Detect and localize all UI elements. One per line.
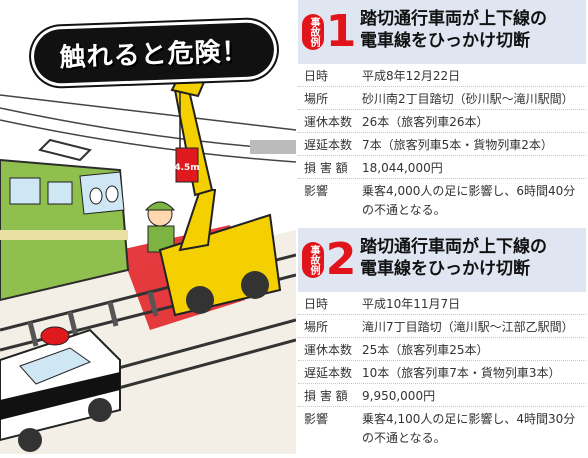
case-2-number: 2 — [325, 234, 357, 285]
case-2-row-cancelled: 運休本数 25本（旅客列車25本） — [298, 338, 586, 361]
row-value: 9,950,000円 — [362, 389, 436, 403]
row-value: 乗客4,000人の足に影響し、6時間40分の不通となる。 — [362, 184, 576, 217]
row-label: 遅延本数 — [304, 138, 353, 152]
row-label: 影響 — [304, 184, 329, 198]
row-label: 運休本数 — [304, 115, 353, 129]
case-1-title-line-1: 踏切通行車両が上下線の — [360, 9, 547, 29]
row-value: 10本（旅客列車7本・貨物列車3本） — [362, 366, 561, 380]
row-label: 影響 — [304, 412, 329, 426]
case-2-row-place: 場所 滝川7丁目踏切（滝川駅〜江部乙駅間） — [298, 315, 586, 338]
row-value: 平成10年11月7日 — [362, 297, 461, 311]
case-1-number: 1 — [325, 6, 357, 57]
case-1-row-damage: 損 害 額 18,044,000円 — [298, 156, 586, 179]
crane-height-label: 4.5m — [174, 163, 199, 173]
row-label: 損 害 額 — [304, 389, 348, 403]
row-label: 日時 — [304, 297, 329, 311]
case-1-row-place: 場所 砂川南2丁目踏切（砂川駅〜滝川駅間） — [298, 87, 586, 110]
case-1-row-date: 日時 平成8年12月22日 — [298, 64, 586, 87]
case-1-mark-label: 事故例 — [302, 14, 324, 50]
row-value: 乗客4,100人の足に影響し、4時間30分の不通となる。 — [362, 412, 576, 445]
row-value: 18,044,000円 — [362, 161, 443, 175]
case-2-number-badge: 事故例 2 — [302, 234, 358, 290]
case-1-row-impact: 影響 乗客4,000人の足に影響し、6時間40分の不通となる。 — [298, 179, 586, 221]
warning-title-badge: 触れると危険！ — [33, 21, 275, 85]
case-2-title: 踏切通行車両が上下線の 電車線をひっかけ切断 — [360, 236, 584, 280]
row-label: 場所 — [304, 92, 329, 106]
case-1-header: 事故例 1 踏切通行車両が上下線の 電車線をひっかけ切断 — [298, 0, 586, 64]
row-label: 場所 — [304, 320, 329, 334]
case-2-header: 事故例 2 踏切通行車両が上下線の 電車線をひっかけ切断 — [298, 228, 586, 292]
row-value: 26本（旅客列車26本） — [362, 115, 489, 129]
accident-case-2: 事故例 2 踏切通行車両が上下線の 電車線をひっかけ切断 日時 平成10年11月… — [298, 228, 586, 449]
case-2-mark-label: 事故例 — [302, 242, 324, 278]
case-2-title-line-2: 電車線をひっかけ切断 — [360, 259, 530, 279]
row-value: 滝川7丁目踏切（滝川駅〜江部乙駅間） — [362, 320, 574, 334]
row-label: 損 害 額 — [304, 161, 348, 175]
case-2-row-damage: 損 害 額 9,950,000円 — [298, 384, 586, 407]
accident-illustration: 4.5m 触れると危険！ — [0, 0, 297, 454]
row-value: 7本（旅客列車5本・貨物列車2本） — [362, 138, 553, 152]
accident-case-1: 事故例 1 踏切通行車両が上下線の 電車線をひっかけ切断 日時 平成8年12月2… — [298, 0, 586, 221]
case-1-row-delayed: 遅延本数 7本（旅客列車5本・貨物列車2本） — [298, 133, 586, 156]
warning-title: 触れると危険！ — [59, 36, 250, 74]
row-label: 日時 — [304, 69, 329, 83]
row-label: 遅延本数 — [304, 366, 353, 380]
case-2-row-impact: 影響 乗客4,100人の足に影響し、4時間30分の不通となる。 — [298, 407, 586, 449]
case-1-row-cancelled: 運休本数 26本（旅客列車26本） — [298, 110, 586, 133]
case-2-row-delayed: 遅延本数 10本（旅客列車7本・貨物列車3本） — [298, 361, 586, 384]
row-value: 平成8年12月22日 — [362, 69, 461, 83]
row-value: 25本（旅客列車25本） — [362, 343, 489, 357]
case-1-number-badge: 事故例 1 — [302, 6, 358, 62]
row-value: 砂川南2丁目踏切（砂川駅〜滝川駅間） — [362, 92, 574, 106]
case-2-row-date: 日時 平成10年11月7日 — [298, 292, 586, 315]
case-1-title-line-2: 電車線をひっかけ切断 — [360, 31, 530, 51]
row-label: 運休本数 — [304, 343, 353, 357]
case-1-title: 踏切通行車両が上下線の 電車線をひっかけ切断 — [360, 8, 584, 52]
case-2-title-line-1: 踏切通行車両が上下線の — [360, 237, 547, 257]
